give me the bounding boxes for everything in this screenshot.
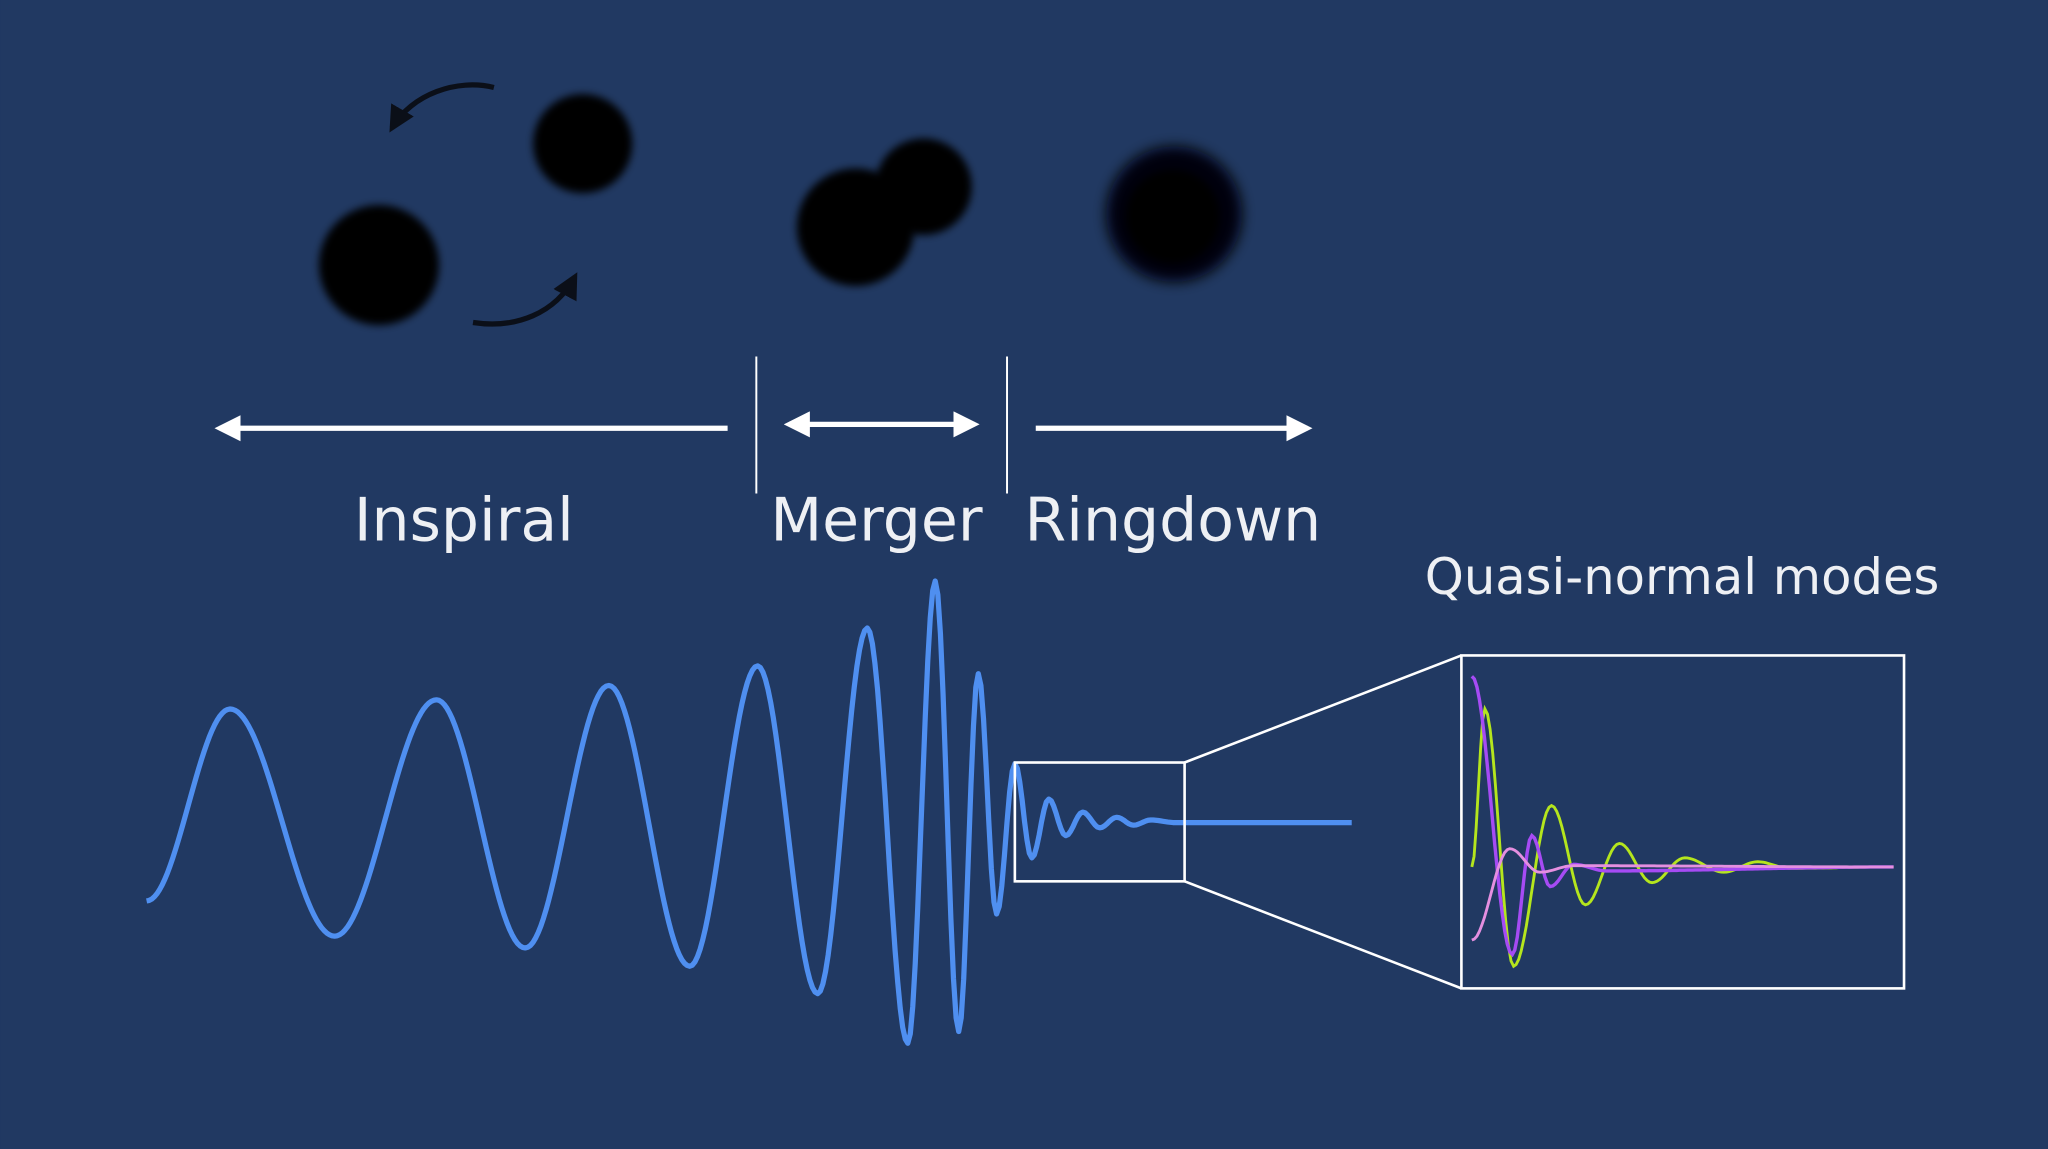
black-hole-2 — [533, 94, 633, 194]
orbit-arrow-icon — [472, 272, 578, 327]
remnant-core — [1125, 169, 1220, 264]
qnm-label: Quasi-normal modes — [1425, 548, 1940, 606]
zoom-line — [1184, 880, 1462, 990]
black-hole-large — [796, 168, 915, 286]
merger-black-holes — [796, 138, 972, 286]
gravitational-waveform — [146, 578, 1352, 1046]
mode-pink — [1471, 847, 1894, 942]
inspiral-label: Inspiral — [354, 486, 574, 556]
ringdown-label: Ringdown — [1025, 486, 1322, 556]
zoom-line — [1184, 654, 1462, 764]
merger-label: Merger — [770, 486, 982, 556]
inspiral-black-holes — [318, 82, 633, 327]
black-hole-1 — [318, 204, 440, 326]
zoom-region — [1013, 761, 1186, 883]
qnm-inset — [1460, 654, 1906, 990]
orbit-arrow-icon — [389, 82, 495, 133]
ringdown-black-hole — [1106, 146, 1243, 283]
